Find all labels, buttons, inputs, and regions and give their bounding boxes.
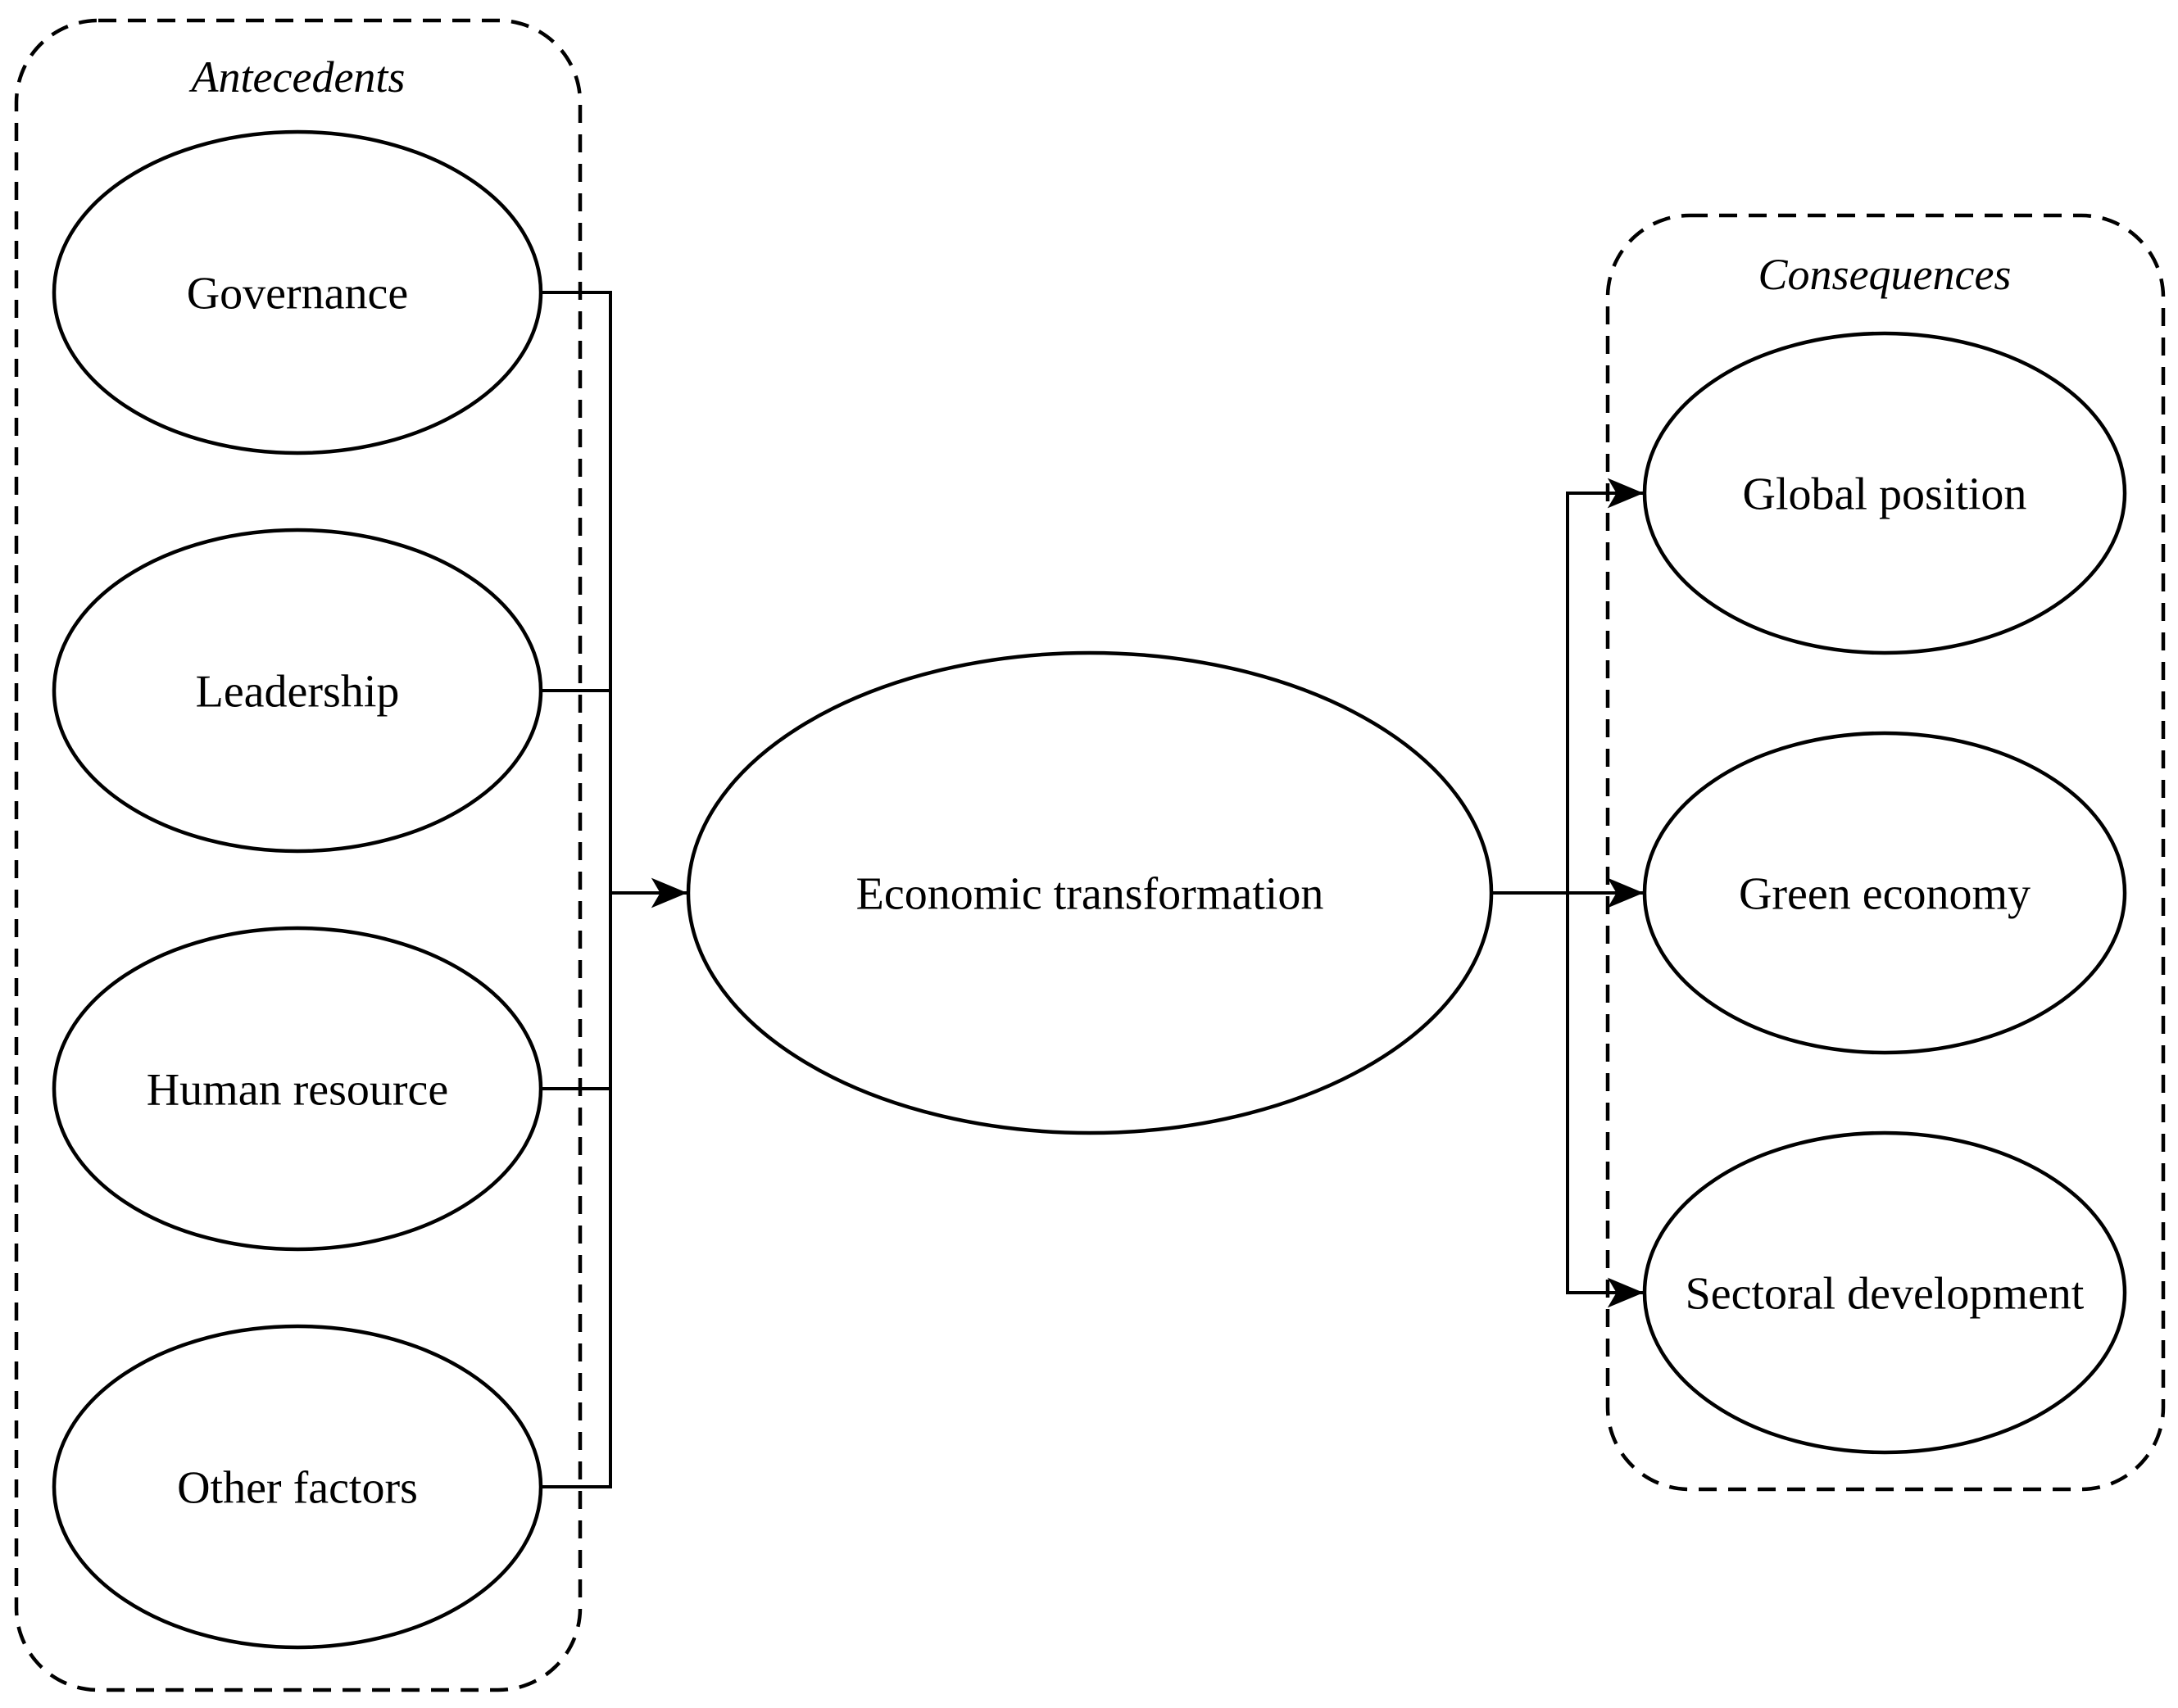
other-factors-ellipse [52,1324,543,1650]
green-economy-ellipse [1642,731,2127,1055]
leadership-ellipse [52,528,543,854]
node-sectoral-development: Sectoral development [1642,1130,2127,1455]
other-factors-label: Other factors [177,1463,418,1514]
sectoral-development-ellipse [1642,1130,2127,1455]
human-resource-ellipse [52,926,543,1252]
node-economic-transformation: Economic transformation [686,650,1494,1135]
sectoral-development-label: Sectoral development [1686,1269,2085,1320]
node-leadership: Leadership [52,528,543,854]
consequences-group-border [1605,213,2166,1492]
economic-transformation-label: Economic transformation [856,869,1324,920]
antecedents-group-border [14,18,583,1692]
human-resource-label: Human resource [147,1065,449,1116]
global-position-label: Global position [1743,469,2027,520]
node-other-factors: Other factors [52,1324,543,1650]
global-position-ellipse [1642,331,2127,655]
node-global-position: Global position [1642,331,2127,655]
node-human-resource: Human resource [52,926,543,1252]
antecedents-group-title: Antecedents [189,52,406,102]
governance-label: Governance [187,269,409,319]
node-governance: Governance [52,129,543,455]
governance-ellipse [52,129,543,455]
node-green-economy: Green economy [1642,731,2127,1055]
green-economy-label: Green economy [1739,869,2031,920]
consequences-group-title: Consequences [1758,250,2012,299]
leadership-label: Leadership [196,667,400,718]
